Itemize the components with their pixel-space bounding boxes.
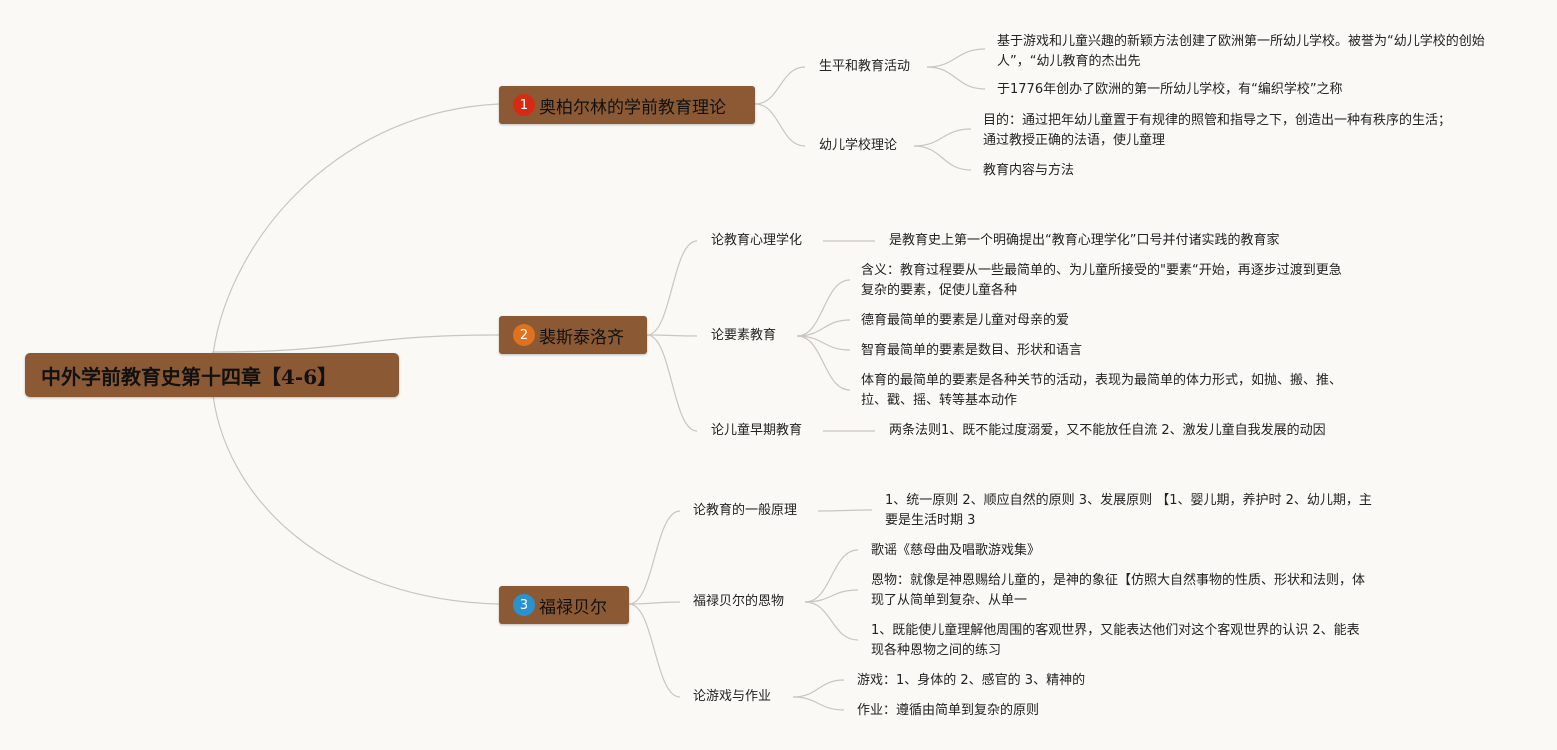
subtopic-infant-school-theory[interactable]: 幼儿学校理论: [819, 138, 898, 153]
branch-froebel[interactable]: 3 福禄贝尔: [499, 586, 629, 624]
leaf-text[interactable]: 1、既能使儿童理解他周围的客观世界，又能表达他们对这个客观世界的认识 2、能表现…: [871, 623, 1360, 658]
connector-line: [646, 334, 698, 337]
connector-line: [628, 510, 681, 605]
branch-oberlin[interactable]: 1 奥柏尔林的学前教育理论: [499, 86, 755, 124]
branch-title: 福禄贝尔: [539, 597, 607, 618]
number-badge-2: 2: [513, 324, 535, 346]
number-badge-1: 1: [513, 94, 535, 116]
leaf-text[interactable]: 两条法则1、既不能过度溺爱，又不能放任自流 2、激发儿童自我发展的动因: [889, 423, 1326, 438]
leaf-text[interactable]: 是教育史上第一个明确提出“教育心理学化”口号并付诸实践的教育家: [889, 233, 1280, 248]
leaf-text[interactable]: 歌谣《慈母曲及唱歌游戏集》: [871, 543, 1041, 558]
leaf-text[interactable]: 恩物：就像是神恩赐给儿童的，是神的象征【仿照大自然事物的性质、形状和法则，体现了…: [871, 573, 1366, 608]
subtopic-psychologization[interactable]: 论教育心理学化: [711, 233, 803, 248]
leaf-text[interactable]: 含义：教育过程要从一些最简单的、为儿童所接受的"要素“开始，再逐步过渡到更急复杂…: [861, 263, 1342, 298]
leaf-text[interactable]: 体育的最简单的要素是各种关节的活动，表现为最简单的体力形式，如抛、搬、推、拉、戳…: [861, 373, 1343, 408]
root-title: 中外学前教育史第十四章【4-6】: [41, 364, 338, 389]
subtopic-gifts[interactable]: 福禄贝尔的恩物: [693, 594, 785, 609]
leaf-text[interactable]: 目的：通过把年幼儿童置于有规律的照管和指导之下，创造出一种有秩序的生活；通过教授…: [983, 113, 1452, 148]
leaf-text[interactable]: 于1776年创办了欧洲的第一所幼儿学校，有“编织学校”之称: [997, 82, 1343, 97]
root-link-2: [211, 334, 500, 353]
number-badge-3: 3: [513, 594, 535, 616]
leaf-text[interactable]: 智育最简单的要素是数目、形状和语言: [861, 343, 1083, 358]
subtopic-early-childhood[interactable]: 论儿童早期教育: [711, 423, 803, 438]
connector-line: [817, 509, 873, 512]
leaf-text[interactable]: 1、统一原则 2、顺应自然的原则 3、发展原则 【1、婴儿期，养护时 2、幼儿期…: [885, 493, 1372, 528]
leaf-text[interactable]: 基于游戏和儿童兴趣的新颖方法创建了欧洲第一所幼儿学校。被誉为“幼儿学校的创始人”…: [997, 34, 1485, 69]
connector-line: [646, 240, 698, 336]
leaf-text[interactable]: 作业：遵循由简单到复杂的原则: [857, 703, 1040, 718]
connector-line: [926, 48, 986, 68]
connector-line: [804, 589, 859, 603]
leaf-text[interactable]: 游戏：1、身体的 2、感官的 3、精神的: [857, 673, 1086, 688]
connector-line: [796, 335, 851, 351]
branch-title: 奥柏尔林的学前教育理论: [539, 97, 726, 118]
leaf-text[interactable]: 教育内容与方法: [983, 163, 1075, 178]
subtopic-play-and-occupation[interactable]: 论游戏与作业: [693, 689, 772, 704]
connector-line: [792, 679, 845, 698]
connector-line: [754, 66, 806, 105]
root-link-1: [211, 103, 500, 365]
connector-line: [628, 603, 681, 698]
root-topic[interactable]: 中外学前教育史第十四章【4-6】: [25, 353, 399, 397]
connector-line: [792, 696, 845, 711]
connector-line: [628, 601, 681, 605]
root-link-3: [211, 385, 500, 605]
branch-pestalozzi[interactable]: 2 裴斯泰洛齐: [499, 316, 647, 354]
branch-title: 裴斯泰洛齐: [539, 327, 624, 348]
connector-line: [804, 549, 859, 603]
connector-line: [804, 601, 859, 641]
connector-line: [796, 335, 851, 391]
connector-line: [754, 103, 806, 147]
connector-line: [926, 66, 986, 90]
connector-line: [796, 319, 851, 337]
leaf-text[interactable]: 德育最简单的要素是儿童对母亲的爱: [861, 313, 1070, 328]
connector-line: [913, 145, 972, 171]
subtopic-life-and-activities[interactable]: 生平和教育活动: [819, 59, 911, 74]
connector-line: [913, 128, 972, 147]
connector-line: [646, 334, 698, 432]
subtopic-general-principles[interactable]: 论教育的一般原理: [693, 503, 798, 518]
connector-line: [796, 279, 851, 337]
subtopic-element-education[interactable]: 论要素教育: [711, 328, 777, 343]
